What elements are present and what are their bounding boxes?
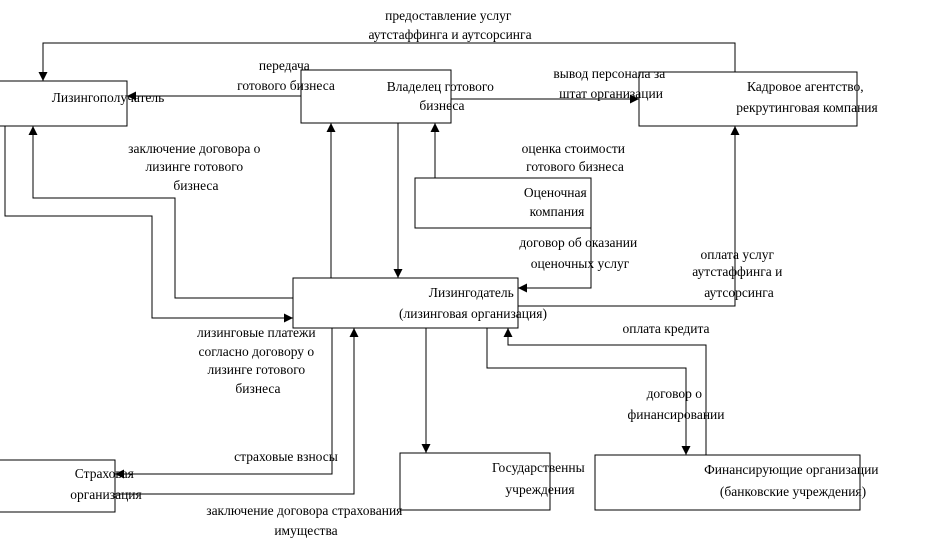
staff-transfer-label: вывод персонала за штат организации <box>553 66 668 101</box>
finance-label: Финансирующие организации (банковские уч… <box>704 462 882 499</box>
lessor-box <box>292 277 519 329</box>
insurance-label: Страховая организация <box>70 466 141 502</box>
appraisal-box <box>414 177 592 229</box>
outstaffing-payment-label: оплата услуг аутстаффинга и аутсорсинга <box>692 247 786 300</box>
lessee-box <box>0 80 128 127</box>
outstaffing-service-label: предоставление услуг аутстаффинга и аутс… <box>368 8 531 42</box>
hr-agency-label: Кадровое агентство, рекрутинговая компан… <box>736 79 877 115</box>
arrow-credit-payment <box>503 328 707 455</box>
appraisal-contract-label: договор об оказании оценочных услуг <box>519 235 640 271</box>
insurance-premiums-label: страховые взносы <box>234 449 338 464</box>
hr-agency-box <box>638 71 858 127</box>
finance-box <box>594 454 861 511</box>
owner-label: Владелец готового бизнеса <box>387 79 498 113</box>
insurance-box <box>0 459 116 513</box>
insurance-contract-label: заключение договора страхования имуществ… <box>206 503 406 538</box>
gov-box <box>399 452 551 511</box>
lessee-label: Лизингополучатель <box>52 90 165 105</box>
arrow-leasing-contract <box>28 126 293 299</box>
credit-payment-label: оплата кредита <box>622 321 709 336</box>
financing-contract-label: договор о финансировании <box>628 386 725 422</box>
lessor-label: Лизингодатель (лизинговая организация) <box>399 285 547 321</box>
arrow-insurance-premiums <box>115 328 333 479</box>
arrow-appraisal-contract <box>518 205 592 293</box>
arrow-insurance-contract <box>115 328 359 495</box>
owner-box <box>300 69 452 124</box>
transfer-business-label: передача готового бизнеса <box>237 58 335 93</box>
gov-label: Государственны учреждения <box>492 460 588 497</box>
valuation-label: оценка стоимости готового бизнеса <box>522 141 629 174</box>
arrow-outstaffing-service <box>38 42 736 81</box>
lease-payments-label: лизинговые платежи согласно договору о л… <box>197 325 319 396</box>
arrow-outstaffing-payment <box>518 126 740 307</box>
leasing-contract-label: заключение договора о лизинге готового б… <box>128 141 264 193</box>
arrow-financing-contract <box>486 328 691 455</box>
appraisal-label: Оценочная компания <box>524 185 590 219</box>
arrow-lease-payments <box>4 126 293 323</box>
